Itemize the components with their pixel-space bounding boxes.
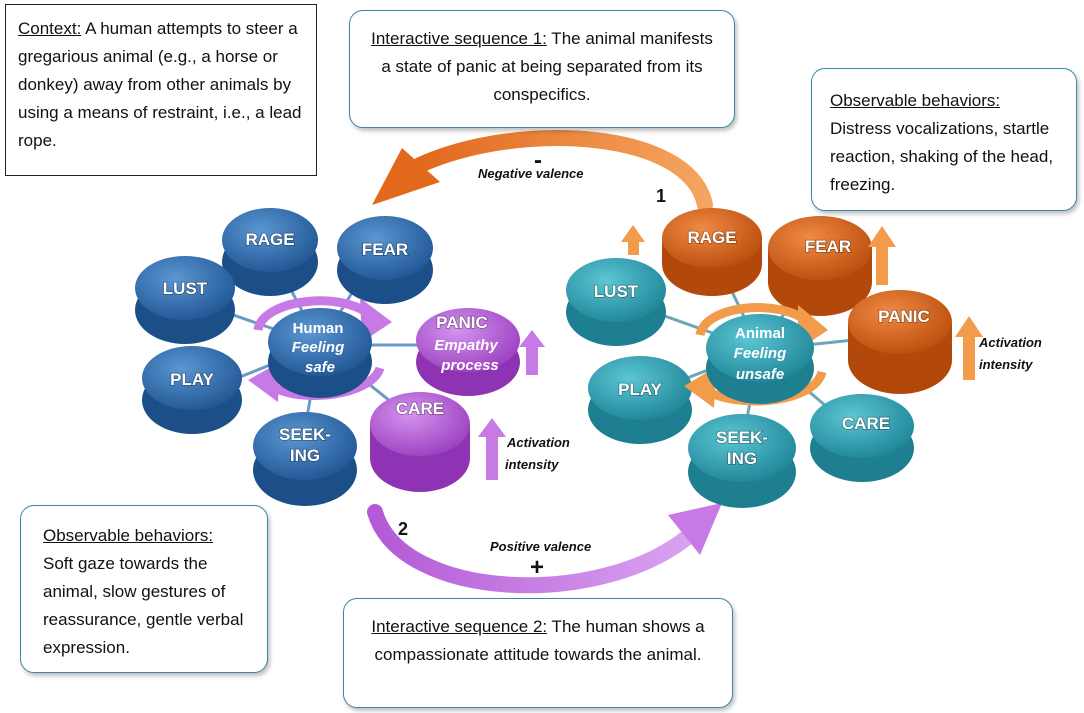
human-behaviors-text: Soft gaze towards the animal, slow gestu…	[43, 554, 244, 657]
animal-fear-button: FEAR	[768, 216, 872, 316]
positive-sign: +	[530, 554, 544, 581]
positive-valence-label: Positive valence	[490, 539, 591, 554]
human-empathy-label: Empathy	[434, 337, 498, 354]
animal-behaviors-heading: Observable behaviors:	[830, 91, 1001, 110]
animal-center-title: Animal	[735, 325, 785, 342]
human-play-label: PLAY	[170, 370, 214, 389]
animal-seeking-button: SEEK- ING	[688, 414, 796, 508]
animal-panic-button: PANIC	[848, 290, 952, 394]
human-fear-label: FEAR	[362, 240, 408, 259]
animal-cluster: RAGE FEAR LUST PLAY SEEK- ING	[566, 208, 1042, 508]
animal-panic-label: PANIC	[878, 307, 930, 326]
negative-valence-arrow	[372, 130, 713, 213]
context-box: Context: A human attempts to steer a gre…	[5, 4, 317, 176]
sequence-number-2: 2	[398, 519, 408, 539]
human-behaviors-heading: Observable behaviors:	[43, 526, 214, 545]
human-center: Human Feeling safe	[268, 308, 372, 398]
sequence-number-1: 1	[656, 186, 666, 206]
animal-seeking-label-2: ING	[727, 449, 757, 468]
sequence2-heading: Interactive sequence 2:	[371, 617, 548, 636]
animal-center-feeling: Feeling	[734, 345, 787, 362]
animal-rage-label: RAGE	[687, 228, 736, 247]
animal-care-button: CARE	[810, 394, 914, 482]
human-panic-label: PANIC	[436, 313, 488, 332]
human-rage-label: RAGE	[245, 230, 294, 249]
sequence1-heading: Interactive sequence 1:	[371, 29, 547, 48]
animal-lust-label: LUST	[594, 282, 639, 301]
human-activation-arrow-large	[478, 418, 506, 480]
sequence1-box: Interactive sequence 1: The animal manif…	[349, 10, 735, 128]
human-care-label: CARE	[396, 399, 444, 418]
positive-valence-arrow	[367, 503, 722, 594]
human-fear-button: FEAR	[337, 216, 433, 304]
human-care-button: CARE	[370, 392, 470, 492]
human-center-title: Human	[293, 320, 344, 337]
animal-activation-arrow-rage	[621, 225, 645, 255]
human-activation-arrow-small	[519, 330, 545, 375]
human-lust-button: LUST	[135, 256, 235, 344]
human-play-button: PLAY	[142, 346, 242, 434]
human-behaviors-box: Observable behaviors: Soft gaze towards …	[20, 505, 268, 673]
animal-care-label: CARE	[842, 414, 890, 433]
sequence2-box: Interactive sequence 2: The human shows …	[343, 598, 733, 708]
human-center-feeling: Feeling	[292, 339, 345, 356]
human-cluster: RAGE FEAR LUST PLAY SEEK- ING	[135, 208, 570, 506]
animal-seeking-label-1: SEEK-	[716, 428, 768, 447]
negative-valence-label: Negative valence	[478, 166, 584, 181]
context-text: A human attempts to steer a gregarious a…	[18, 19, 302, 150]
human-activation-label-1: Activation	[506, 435, 570, 450]
human-seeking-label-2: ING	[290, 446, 320, 465]
human-lust-label: LUST	[163, 279, 208, 298]
human-panic-button: PANIC Empathy process	[416, 308, 520, 396]
sequence2-text: The human shows a compassionate attitude…	[374, 617, 705, 664]
animal-fear-label: FEAR	[805, 237, 851, 256]
human-center-safe: safe	[305, 359, 335, 376]
human-process-label: process	[440, 357, 499, 374]
animal-behaviors-box: Observable behaviors: Distress vocalizat…	[811, 68, 1077, 211]
human-activation-label-2: intensity	[505, 457, 559, 472]
animal-rage-button: RAGE	[662, 208, 762, 296]
animal-behaviors-text: Distress vocalizations, startle reaction…	[830, 119, 1054, 194]
human-seeking-button: SEEK- ING	[253, 412, 357, 506]
negative-sign: -	[534, 147, 542, 174]
animal-lust-button: LUST	[566, 258, 666, 346]
context-heading: Context:	[18, 19, 82, 38]
animal-activation-arrow-fear	[868, 226, 896, 285]
animal-activation-arrow-panic	[955, 316, 983, 380]
animal-play-label: PLAY	[618, 380, 662, 399]
animal-activation-label-2: intensity	[979, 357, 1033, 372]
human-seeking-label-1: SEEK-	[279, 425, 331, 444]
sequence1-text: The animal manifests a state of panic at…	[381, 29, 713, 104]
animal-center: Animal Feeling unsafe	[706, 314, 814, 404]
animal-activation-label-1: Activation	[978, 335, 1042, 350]
animal-play-button: PLAY	[588, 356, 692, 444]
animal-center-unsafe: unsafe	[736, 366, 784, 383]
human-rage-button: RAGE	[222, 208, 318, 296]
